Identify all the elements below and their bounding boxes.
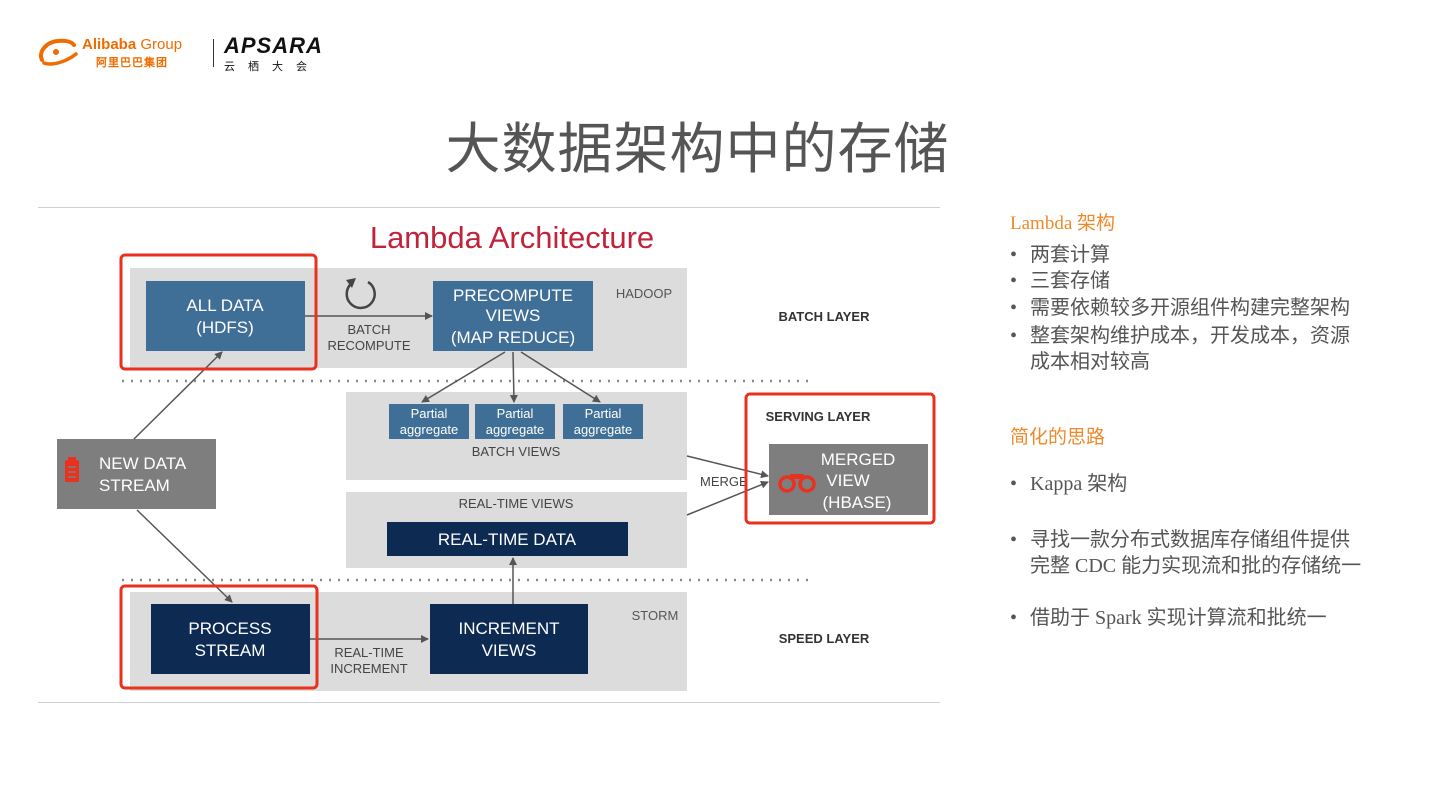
svg-text:STREAM: STREAM [99,476,170,495]
clipboard-icon [65,457,79,482]
all-data-box [146,281,305,351]
svg-text:(MAP REDUCE): (MAP REDUCE) [451,328,575,347]
svg-text:(HDFS): (HDFS) [196,318,254,337]
new-data-stream-box [57,439,216,509]
svg-text:Partial: Partial [497,406,534,421]
apsara-logo: APSARA 云栖大会 [224,33,324,73]
svg-text:REAL-TIME: REAL-TIME [334,645,404,660]
realtime-data-box [387,522,628,556]
svg-text:MERGED: MERGED [821,450,896,469]
alibaba-group-logo: Alibaba Group 阿里巴巴集团 [36,36,211,70]
page-title: 大数据架构中的存储 [445,117,950,181]
alibaba-cn-name: 阿里巴巴集团 [96,56,168,69]
apsara-wordmark: APSARA [224,33,323,58]
lambda-bullet: •需要依赖较多开源组件构建完整架构 [1010,297,1350,319]
partial-aggregate-box [563,404,643,439]
lambda-heading: Lambda 架构 [1010,213,1116,234]
recompute-cycle-icon [345,278,376,310]
process-stream-highlight [119,584,319,690]
svg-text:REAL-TIME DATA: REAL-TIME DATA [438,530,577,549]
svg-text:RECOMPUTE: RECOMPUTE [327,338,410,353]
svg-text:STREAM: STREAM [195,641,266,660]
apsara-cn-name: 云栖大会 [224,60,320,73]
svg-text:VIEWS: VIEWS [486,306,541,325]
diagram-title: Lambda Architecture [370,220,654,255]
svg-text:(HBASE): (HBASE) [823,493,892,512]
logo-divider [213,39,214,67]
speed-layer-label: SPEED LAYER [779,631,870,646]
partial-aggregate-box [389,404,469,439]
svg-text:ALL DATA: ALL DATA [186,296,264,315]
batch-to-merge-arrow [686,455,769,479]
svg-text:VIEWS: VIEWS [482,641,537,660]
simplify-bullet: •借助于 Spark 实现计算流和批统一 [1010,607,1327,629]
precompute-views-box [433,281,593,351]
lambda-bullet: •三套存储 [1010,270,1110,292]
svg-text:aggregate: aggregate [574,422,633,437]
all-data-highlight [119,253,318,371]
storm-label: STORM [632,608,679,623]
simplify-bullet: •Kappa 架构 [1010,473,1128,495]
svg-text:PRECOMPUTE: PRECOMPUTE [453,286,573,305]
new-data-to-process-arrow [136,509,233,603]
svg-text:VIEW: VIEW [826,471,869,490]
svg-text:aggregate: aggregate [486,422,545,437]
batch-layer-label: BATCH LAYER [778,309,870,324]
realtime-to-merge-arrow [686,480,769,516]
binoculars-icon [778,474,816,493]
simplify-heading: 简化的思路 [1010,427,1106,448]
svg-text:PROCESS: PROCESS [188,619,271,638]
process-stream-box [151,604,310,674]
svg-text:BATCH: BATCH [347,322,390,337]
merge-label: MERGE [700,474,748,489]
hadoop-label: HADOOP [616,286,672,301]
svg-text:aggregate: aggregate [400,422,459,437]
svg-text:INCREMENT: INCREMENT [330,661,407,676]
serving-layer-highlight [744,392,936,525]
new-data-to-all-data-arrow [133,351,223,440]
svg-text:Partial: Partial [411,406,448,421]
svg-text:INCREMENT: INCREMENT [458,619,559,638]
serving-layer-label: SERVING LAYER [766,409,871,424]
svg-text:NEW DATA: NEW DATA [99,454,187,473]
partial-aggregate-box [475,404,555,439]
lambda-bullet: •整套架构维护成本，开发成本，资源 成本相对较高 [1010,325,1350,373]
increment-views-box [430,604,588,674]
realtime-views-label: REAL-TIME VIEWS [459,496,574,511]
simplify-bullet: •寻找一款分布式数据库存储组件提供 完整 CDC 能力实现流和批的存储统一 [1010,529,1362,577]
batch-views-label: BATCH VIEWS [472,444,561,459]
alibaba-smile-icon [39,38,78,66]
merged-view-box [769,444,928,515]
lambda-bullet: •两套计算 [1010,244,1110,266]
svg-text:Partial: Partial [585,406,622,421]
